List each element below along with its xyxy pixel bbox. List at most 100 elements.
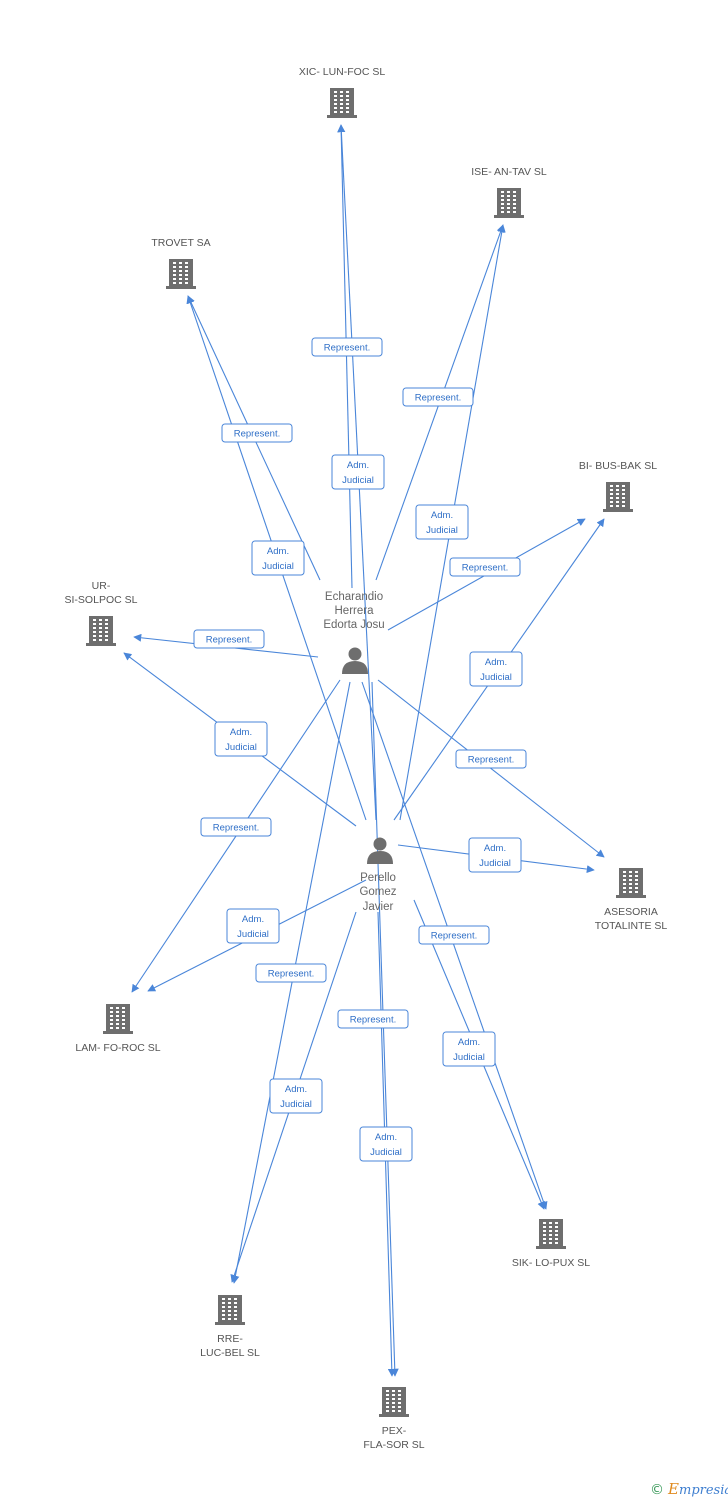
edge-label[interactable]: Adm.Judicial bbox=[331, 454, 385, 490]
building-window bbox=[398, 1390, 401, 1392]
building-window bbox=[610, 505, 613, 507]
building-window bbox=[398, 1410, 401, 1412]
building-window bbox=[501, 191, 504, 193]
building-window bbox=[234, 1318, 237, 1320]
edge-label[interactable]: Adm.Judicial bbox=[251, 540, 305, 576]
company-label: FLA-SOR SL bbox=[363, 1439, 424, 1451]
edge-line-echarandio-pexfla[interactable] bbox=[371, 681, 399, 1377]
company-node-ise[interactable]: ISE- AN-TAV SL bbox=[471, 166, 547, 218]
building-window bbox=[179, 270, 182, 272]
edge-label[interactable]: Adm.Judicial bbox=[442, 1031, 496, 1067]
edge-label[interactable]: Represent. bbox=[455, 749, 527, 769]
building-window bbox=[222, 1306, 225, 1308]
logo-text: mpresia bbox=[679, 1483, 728, 1498]
edge-label-box bbox=[337, 1009, 409, 1029]
building-window bbox=[623, 883, 626, 885]
company-node-xic[interactable]: XIC- LUN-FOC SL bbox=[299, 66, 386, 118]
edge-label[interactable]: Represent. bbox=[418, 925, 490, 945]
building-window bbox=[99, 635, 102, 637]
copyright-symbol: © bbox=[650, 1482, 664, 1498]
person-label: Perello bbox=[360, 872, 396, 884]
building-window bbox=[629, 887, 632, 889]
building-base bbox=[616, 895, 646, 898]
building-icon[interactable] bbox=[215, 1295, 245, 1325]
edge-label[interactable]: Adm.Judicial bbox=[269, 1078, 323, 1114]
building-window bbox=[334, 91, 337, 93]
edge-label-box bbox=[449, 557, 521, 577]
edge-label[interactable]: Adm.Judicial bbox=[469, 651, 523, 687]
edge-label[interactable]: Represent. bbox=[255, 963, 327, 983]
edge-label[interactable]: Represent. bbox=[449, 557, 521, 577]
edge-label[interactable]: Represent. bbox=[221, 423, 293, 443]
building-window bbox=[507, 211, 510, 213]
edge-label-text: Adm. bbox=[375, 1132, 397, 1143]
building-window bbox=[93, 627, 96, 629]
building-window bbox=[398, 1406, 401, 1408]
building-icon[interactable] bbox=[166, 259, 196, 289]
building-window bbox=[398, 1402, 401, 1404]
edge-label-text: Adm. bbox=[484, 843, 506, 854]
person-icon[interactable] bbox=[367, 837, 393, 865]
building-window bbox=[99, 627, 102, 629]
edge-label-box bbox=[468, 837, 522, 873]
building-window bbox=[616, 505, 619, 507]
person-icon[interactable] bbox=[342, 647, 368, 675]
edge-label-text: Adm. bbox=[431, 510, 453, 521]
edge-label-box bbox=[402, 387, 474, 407]
edge-label-text: Represent. bbox=[213, 823, 259, 834]
company-node-bibus[interactable]: BI- BUS-BAK SL bbox=[579, 460, 657, 512]
building-icon[interactable] bbox=[86, 616, 116, 646]
building-window bbox=[346, 103, 349, 105]
building-window bbox=[340, 99, 343, 101]
building-window bbox=[105, 619, 108, 621]
building-window bbox=[386, 1406, 389, 1408]
empresia-logo[interactable]: © E mpresia bbox=[650, 1480, 728, 1498]
building-window bbox=[234, 1314, 237, 1316]
person-body bbox=[367, 851, 393, 864]
company-node-trovet[interactable]: TROVET SA bbox=[151, 237, 211, 289]
building-window bbox=[513, 191, 516, 193]
company-node-pexfla[interactable]: PEX-FLA-SOR SL bbox=[363, 1387, 425, 1451]
building-icon[interactable] bbox=[603, 482, 633, 512]
edge-label[interactable]: Represent. bbox=[193, 629, 265, 649]
company-node-rreluc[interactable]: RRE-LUC-BEL SL bbox=[200, 1295, 260, 1359]
edge-label[interactable]: Adm.Judicial bbox=[214, 721, 268, 757]
company-label: TOTALINTE SL bbox=[595, 920, 668, 932]
building-window bbox=[501, 199, 504, 201]
edge-label-text: Represent. bbox=[431, 931, 477, 942]
building-icon[interactable] bbox=[536, 1219, 566, 1249]
edge-label[interactable]: Adm.Judicial bbox=[226, 908, 280, 944]
building-window bbox=[555, 1242, 558, 1244]
building-icon[interactable] bbox=[494, 188, 524, 218]
company-node-lamfo[interactable]: LAM- FO-ROC SL bbox=[75, 1004, 161, 1054]
building-window bbox=[392, 1394, 395, 1396]
building-icon[interactable] bbox=[327, 88, 357, 118]
company-node-ursi[interactable]: UR-SI-SOLPOC SL bbox=[65, 580, 138, 646]
building-icon[interactable] bbox=[379, 1387, 409, 1417]
edge-label[interactable]: Represent. bbox=[200, 817, 272, 837]
building-icon[interactable] bbox=[103, 1004, 133, 1034]
edge-label[interactable]: Adm.Judicial bbox=[359, 1126, 413, 1162]
building-window bbox=[555, 1238, 558, 1240]
edge-label[interactable]: Represent. bbox=[311, 337, 383, 357]
edge-label[interactable]: Represent. bbox=[402, 387, 474, 407]
building-window bbox=[386, 1402, 389, 1404]
company-node-siklo[interactable]: SIK- LO-PUX SL bbox=[512, 1219, 590, 1269]
building-base bbox=[536, 1246, 566, 1249]
edge-label[interactable]: Represent. bbox=[337, 1009, 409, 1029]
building-window bbox=[501, 203, 504, 205]
building-window bbox=[234, 1310, 237, 1312]
building-window bbox=[99, 623, 102, 625]
edge-label[interactable]: Adm.Judicial bbox=[468, 837, 522, 873]
person-head bbox=[348, 647, 362, 661]
company-label: LUC-BEL SL bbox=[200, 1347, 260, 1359]
building-window bbox=[122, 1023, 125, 1025]
edge-label[interactable]: Adm.Judicial bbox=[415, 504, 469, 540]
building-window bbox=[543, 1222, 546, 1224]
edge-line-echarandio-siklo[interactable] bbox=[361, 681, 548, 1210]
building-icon[interactable] bbox=[616, 868, 646, 898]
